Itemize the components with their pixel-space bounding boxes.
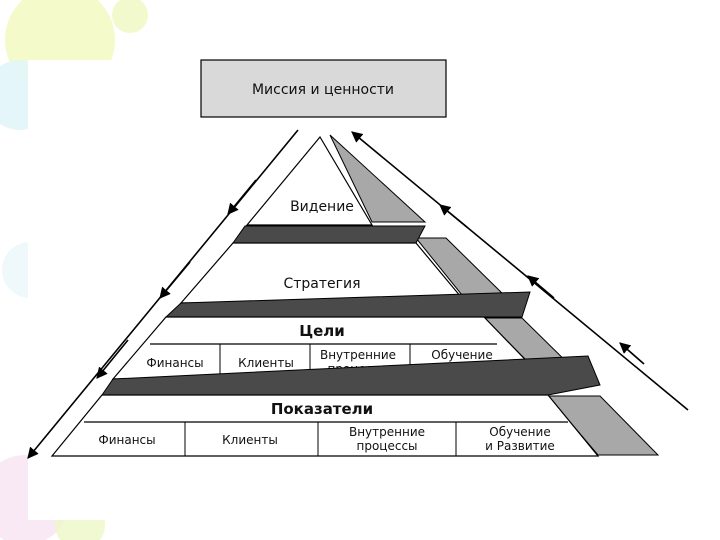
- band-vision: [233, 226, 425, 243]
- cell-label: Финансы: [98, 433, 155, 447]
- mission-box: Миссия и ценности: [201, 60, 446, 117]
- cell-label: Финансы: [146, 356, 203, 370]
- strategy-label: Стратегия: [283, 276, 360, 292]
- mission-label: Миссия и ценности: [252, 82, 394, 98]
- indicators-label: Показатели: [271, 400, 373, 418]
- level-strategy: Стратегия: [181, 243, 466, 303]
- goals-label: Цели: [299, 322, 345, 340]
- cell-label: Клиенты: [238, 356, 294, 370]
- cell-label: Клиенты: [222, 433, 278, 447]
- vision-label: Видение: [290, 199, 354, 215]
